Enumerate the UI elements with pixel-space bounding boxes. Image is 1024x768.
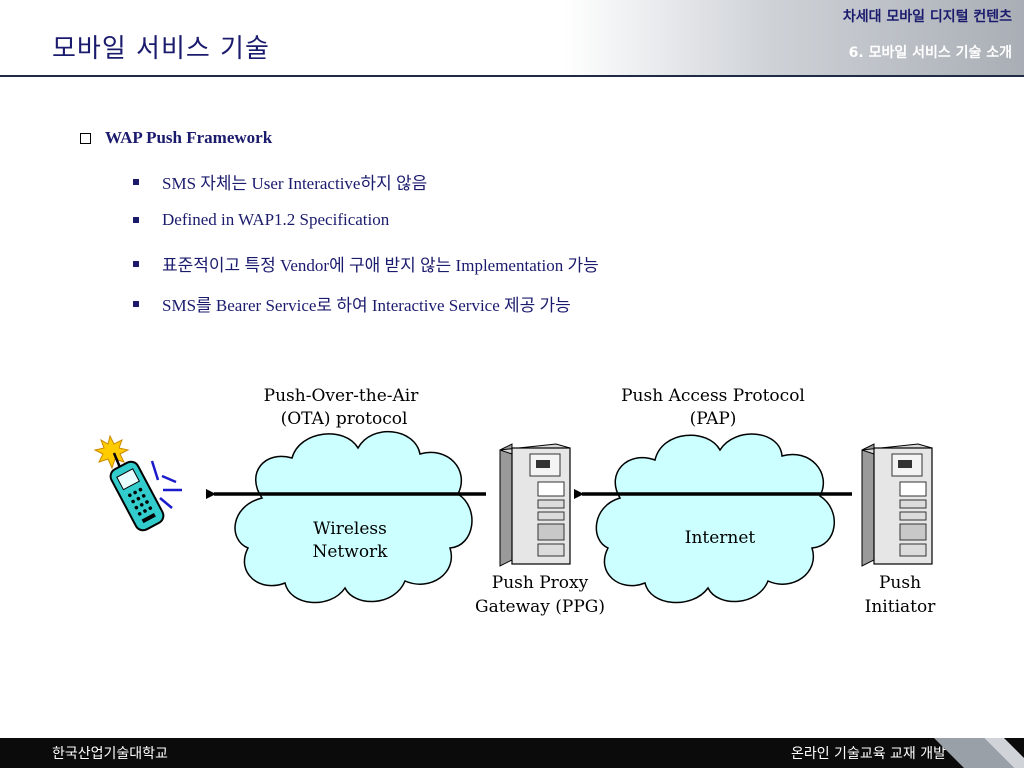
- header-top-label: 차세대 모바일 디지털 컨텐츠: [842, 9, 1012, 25]
- bullet-item: Defined in WAP1.2 Specification: [133, 210, 389, 230]
- heading-text: WAP Push Framework: [105, 128, 273, 147]
- header-section-label: 6. 모바일 서비스 기술 소개: [848, 45, 1012, 61]
- pap-label-line2: (PAP): [690, 409, 737, 429]
- ota-label-line1: Push-Over-the-Air: [264, 386, 420, 406]
- header-divider: [0, 75, 1024, 77]
- bullet-text: SMS 자체는 User Interactive하지 않음: [162, 174, 428, 193]
- square-bullet-icon: [133, 300, 139, 307]
- bullet-text: 표준적이고 특정 Vendor에 구애 받지 않는 Implementation…: [162, 256, 599, 275]
- mobile-phone-icon: [93, 434, 182, 532]
- internet-label: Internet: [685, 528, 756, 548]
- wap-push-diagram: Push-Over-the-Air (OTA) protocol Push Ac…: [93, 386, 937, 617]
- footer-stripe-decoration: [934, 738, 1024, 768]
- wireless-label-line1: Wireless: [313, 519, 387, 539]
- bullet-item: SMS 자체는 User Interactive하지 않음: [133, 169, 427, 194]
- slide-header: 모바일 서비스 기술 차세대 모바일 디지털 컨텐츠 6. 모바일 서비스 기술…: [0, 0, 1024, 78]
- pi-label-line1: Push: [879, 573, 921, 593]
- footer-project: 온라인 기술교육 교재 개발: [790, 746, 946, 762]
- bullet-text: Defined in WAP1.2 Specification: [162, 210, 390, 229]
- square-bullet-icon: [133, 260, 139, 267]
- checkbox-bullet-icon: [80, 132, 91, 144]
- slide-footer: 한국산업기술대학교 온라인 기술교육 교재 개발: [0, 738, 1024, 768]
- ppg-label-line2: Gateway (PPG): [475, 597, 605, 617]
- slide-content: WAP Push Framework SMS 자체는 User Interact…: [0, 78, 1024, 738]
- wireless-network-cloud: Wireless Network: [234, 431, 473, 604]
- bullet-item: SMS를 Bearer Service로 하여 Interactive Serv…: [133, 291, 571, 316]
- ota-label-line2: (OTA) protocol: [281, 409, 408, 429]
- square-bullet-icon: [133, 217, 139, 223]
- square-bullet-icon: [133, 178, 139, 185]
- heading-item: WAP Push Framework: [80, 128, 272, 148]
- server-icon: [499, 443, 571, 567]
- header-gradient: [0, 0, 1024, 76]
- bullet-item: 표준적이고 특정 Vendor에 구애 받지 않는 Implementation…: [133, 251, 599, 276]
- internet-cloud: Internet: [595, 433, 835, 604]
- footer-institution: 한국산업기술대학교: [52, 746, 168, 762]
- server-icon: [861, 443, 933, 567]
- ppg-label-line1: Push Proxy: [492, 573, 589, 593]
- pap-label-line1: Push Access Protocol: [621, 386, 805, 406]
- bullet-text: SMS를 Bearer Service로 하여 Interactive Serv…: [162, 296, 571, 315]
- page-title: 모바일 서비스 기술: [52, 34, 270, 64]
- wireless-label-line2: Network: [313, 542, 389, 562]
- pi-label-line2: Initiator: [865, 597, 937, 617]
